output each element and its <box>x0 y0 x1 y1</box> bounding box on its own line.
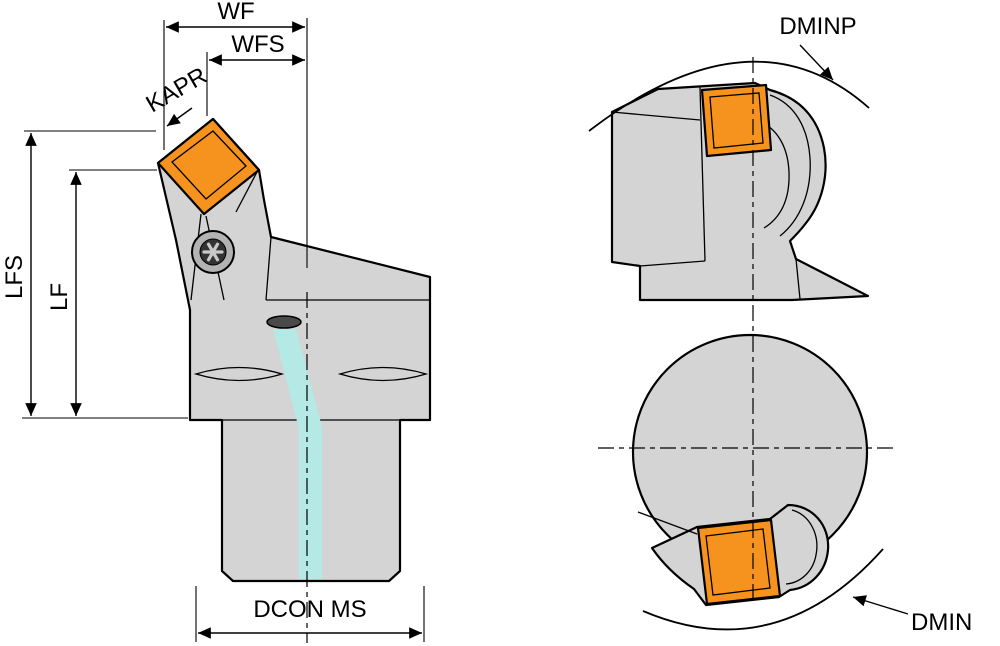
dimension-dminp: DMINP <box>588 13 870 132</box>
insert-bottom-outer <box>696 518 782 606</box>
dimension-dcon-ms: DCON MS <box>195 586 425 642</box>
side-view: WF WFS KAPR LFS LF DCON MS <box>1 0 432 643</box>
flange-groove-left <box>193 366 285 382</box>
end-view-bottom <box>631 333 869 607</box>
dmin-arc <box>642 548 884 631</box>
end-view: DMINP DMIN <box>588 13 972 636</box>
lf-label: LF <box>46 283 73 311</box>
top-facet-line <box>611 111 701 121</box>
dmin-label: DMIN <box>911 609 972 636</box>
dimension-lfs: LFS <box>1 130 188 419</box>
clamp-lobe-outer-curve <box>769 94 811 237</box>
end-top-silhouette <box>610 81 870 302</box>
torx-screw-icon <box>191 230 235 274</box>
coolant-hole <box>266 315 302 329</box>
dimension-wf: WF <box>163 0 308 268</box>
wfs-label: WFS <box>231 31 284 58</box>
bottom-step-line <box>639 260 706 267</box>
insert-inner-edge <box>171 130 247 200</box>
dminp-arc <box>588 60 870 132</box>
flange-groove-right <box>337 366 429 382</box>
end-view-top <box>610 81 870 302</box>
insert-top-outer <box>700 83 773 158</box>
cutting-insert-end-bottom <box>696 518 782 606</box>
dimension-wfs: WFS <box>206 31 305 116</box>
dmin-leader <box>852 595 909 615</box>
insert-pocket-line <box>235 171 258 213</box>
tail-edge-line <box>795 258 801 300</box>
dminp-label: DMINP <box>779 13 856 40</box>
head-body-junction-line <box>265 236 272 301</box>
coolant-channel <box>273 329 322 579</box>
dimension-kapr: KAPR <box>142 62 212 127</box>
insert-outer <box>156 117 261 216</box>
dcon-ms-label: DCON MS <box>253 596 366 623</box>
wf-label: WF <box>217 0 254 25</box>
dimension-lf: LF <box>46 169 157 416</box>
pocket-edge-line <box>699 86 706 262</box>
dimension-dmin: DMIN <box>642 548 972 636</box>
cutting-insert-side <box>156 117 261 216</box>
dminp-leader <box>799 44 834 81</box>
insert-top-inner-edge <box>709 92 764 149</box>
lfs-label: LFS <box>1 255 28 299</box>
cutting-insert-end-top <box>700 83 773 158</box>
clamp-lobe-bottom-curve <box>785 509 818 585</box>
kapr-label: KAPR <box>142 62 212 118</box>
insert-bottom-inner-edge <box>705 528 771 596</box>
clamp-lobe-inner-curve <box>756 119 790 229</box>
screw-star <box>202 242 224 262</box>
pocket-line-bottom <box>637 511 698 535</box>
kapr-leader <box>166 107 193 127</box>
